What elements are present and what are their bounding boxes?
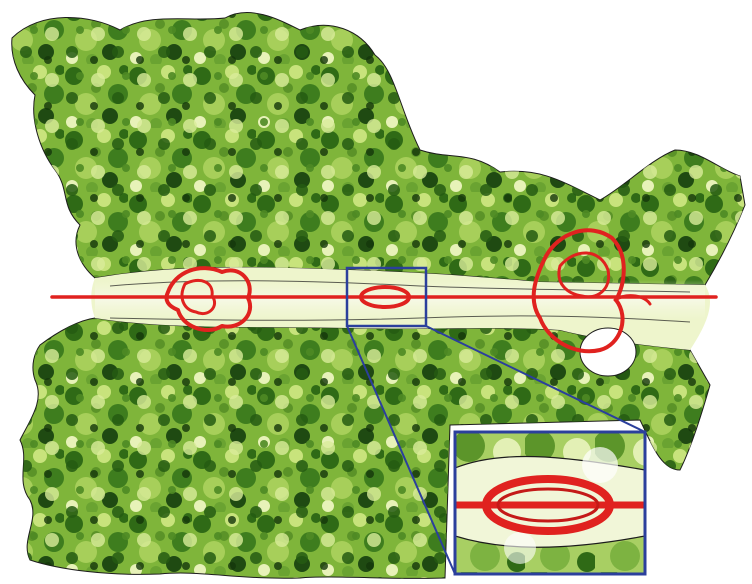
zoom-inset <box>453 430 647 576</box>
inset-cavity <box>482 475 614 535</box>
zoom-connector-left <box>346 325 456 575</box>
zoom-box <box>345 266 428 328</box>
tunnel-channel <box>50 228 718 354</box>
zoom-connector-right <box>425 325 646 433</box>
right-cavity <box>531 228 626 354</box>
center-cavity <box>359 285 411 309</box>
protein-surface <box>11 12 752 579</box>
left-cavity <box>164 266 252 332</box>
